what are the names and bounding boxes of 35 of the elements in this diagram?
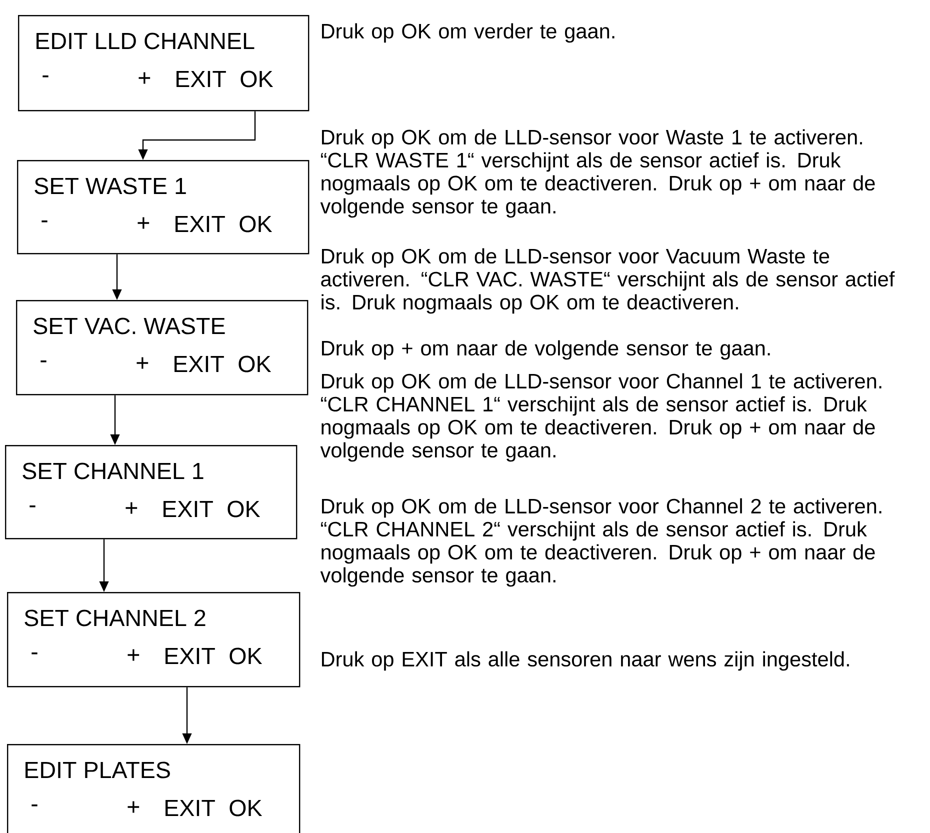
button-label: - xyxy=(32,652,38,654)
button-label: + xyxy=(138,72,150,84)
button-label: + xyxy=(126,502,138,514)
screen-title: SET VAC. WASTE xyxy=(34,318,225,334)
description-text: Druk op EXIT als alle sensoren naar wens zijn ingesteld. xyxy=(322,651,849,671)
description-text: Druk op OK om de LLD-sensor voor Channel 2 te activeren. “CLR CHANNEL 2“ verschijnt als de sensor actief is. Druk nogmaals op OK om te deactiveren. Druk op + om naar de volgende sensor te gaan. xyxy=(320,498,882,587)
button-label: + xyxy=(136,357,148,369)
button-label: OK xyxy=(238,356,272,372)
screen-title: EDIT PLATES xyxy=(26,762,170,778)
button-label: EXIT xyxy=(176,216,225,232)
button-label: - xyxy=(42,220,48,222)
screen-title: SET CHANNEL 2 xyxy=(24,610,206,626)
button-label: - xyxy=(30,505,36,508)
button-label: + xyxy=(128,801,140,813)
button-label: EXIT xyxy=(166,800,215,816)
button-label: EXIT xyxy=(174,356,224,372)
description-text: Druk op OK om de LLD-sensor voor Waste 1 te activeren. “CLR WASTE 1“ verschijnt als de sensor actief is. Druk nogmaals op OK om te deactiveren. Druk op + om naar de volgende sensor te gaan. xyxy=(320,129,875,218)
screen-title: SET CHANNEL 1 xyxy=(22,462,204,480)
button-label: OK xyxy=(230,800,262,816)
button-label: EXIT xyxy=(164,500,213,518)
button-label: + xyxy=(128,649,140,661)
button-label: OK xyxy=(240,70,274,88)
button-label: OK xyxy=(228,500,260,518)
screen-title: EDIT LLD CHANNEL xyxy=(36,32,254,50)
button-label: OK xyxy=(240,216,272,232)
screen-title: SET WASTE 1 xyxy=(34,178,186,194)
button-label: OK xyxy=(230,648,262,664)
button-label: + xyxy=(138,217,150,229)
button-label: EXIT xyxy=(176,70,226,88)
description-text: Druk op OK om de LLD-sensor voor Vacuum Waste te activeren. “CLR VAC. WASTE“ verschijnt als de sensor actief is. Druk nogmaals op OK om te deactiveren. xyxy=(321,248,895,314)
button-label: - xyxy=(40,360,46,362)
button-label: EXIT xyxy=(166,648,215,664)
description-text: Druk op OK om de LLD-sensor voor Channel 1 te activeren. “CLR CHANNEL 1“ verschijnt als de sensor actief is. Druk nogmaals op OK om te deactiveren. Druk op + om naar de volgende sensor te gaan. xyxy=(320,373,882,462)
button-label: - xyxy=(42,75,48,78)
button-label: - xyxy=(32,804,38,806)
